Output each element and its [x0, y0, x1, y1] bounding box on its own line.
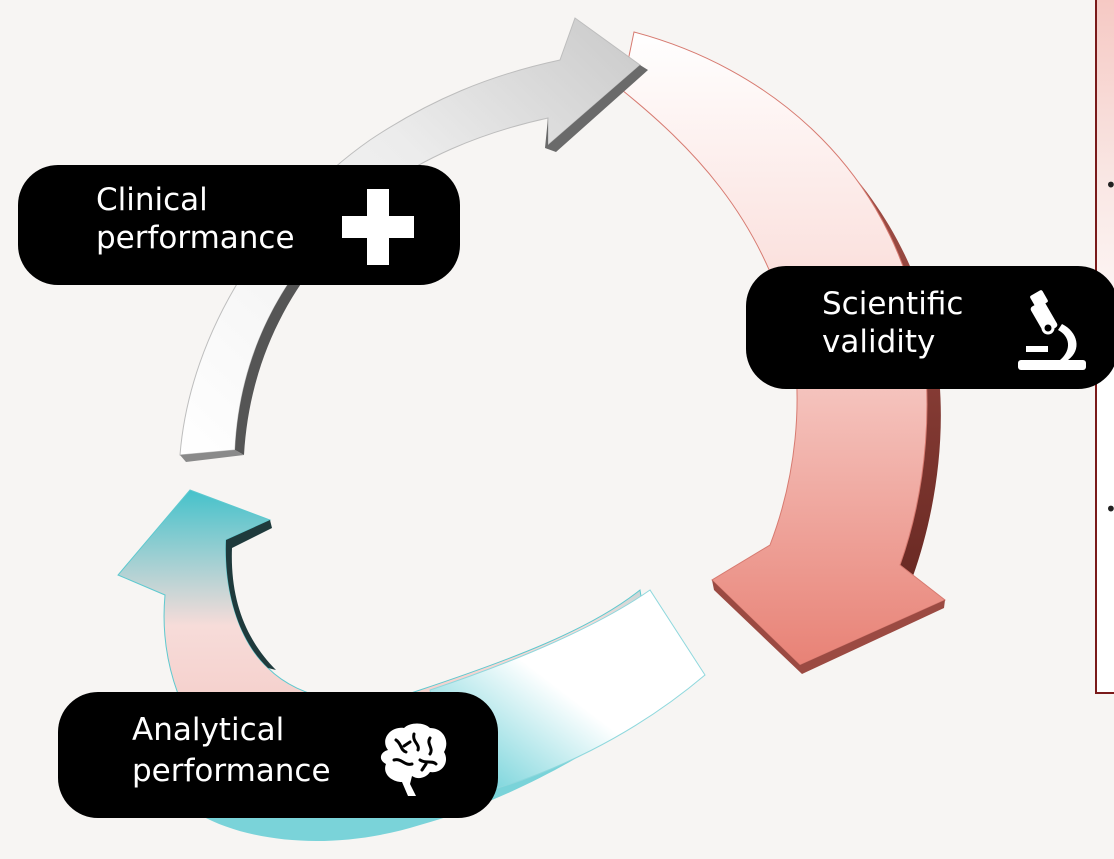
arrow-scientific — [621, 31, 946, 674]
brain-icon — [380, 723, 447, 796]
node-clinical-performance: Clinical performance — [18, 165, 460, 285]
node-scientific-validity: Scientific validity — [746, 266, 1114, 389]
panel-bullet: • — [1105, 175, 1114, 195]
node-label-line2: performance — [96, 220, 295, 256]
microscope-icon — [1018, 290, 1086, 370]
panel-bullet: • — [1105, 499, 1114, 519]
node-label-line2: validity — [822, 324, 936, 360]
node-label-line1: Clinical — [96, 182, 208, 218]
node-analytical-performance: Analytical performance — [58, 692, 498, 818]
plus-icon — [342, 189, 414, 265]
node-label-line1: Analytical — [132, 712, 285, 748]
node-label-line1: Scientific — [822, 286, 964, 322]
node-label-line2: performance — [132, 753, 331, 789]
